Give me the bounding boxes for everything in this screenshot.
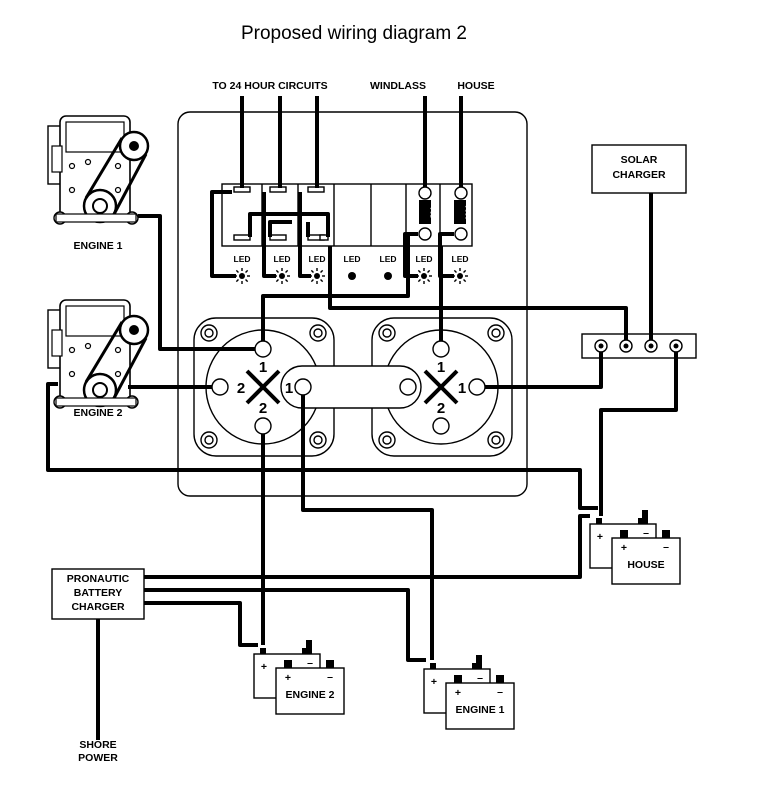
switch-right-terminal-top: [432, 340, 450, 358]
switch-left-terminal-common: [254, 417, 272, 435]
engine-2-label: ENGINE 2: [73, 407, 122, 419]
led-indicator-2: [274, 268, 290, 284]
battery-plus: +: [455, 687, 461, 699]
battery-minus: –: [663, 541, 669, 553]
engine-1-illustration: [47, 115, 150, 225]
switch-left-label-2: 2: [237, 380, 245, 397]
switch-left-terminal-top: [254, 340, 272, 358]
shore-line2: POWER: [78, 752, 118, 764]
solar-line2: CHARGER: [612, 169, 666, 181]
battery-minus: –: [307, 657, 313, 669]
battery-switch-left: 1 2 2: [193, 317, 335, 457]
solar-line1: SOLAR: [621, 154, 658, 166]
switch-right-label-1: 1: [458, 380, 466, 397]
led-label-6: LED: [416, 254, 433, 264]
battery-plus: +: [285, 672, 291, 684]
engine-1-label: ENGINE 1: [73, 240, 122, 252]
led-indicator-5: [384, 272, 392, 280]
charger-line1: PRONAUTIC: [67, 573, 130, 585]
led-label-3: LED: [309, 254, 326, 264]
engine-2-illustration: [47, 299, 150, 409]
switch-right-pos1-top: 1: [437, 359, 445, 376]
switch-left-pos2-bottom: 2: [259, 400, 267, 417]
switch-right-pos2-bottom: 2: [437, 400, 445, 417]
fuse-100a: [454, 200, 466, 224]
battery-plus: +: [261, 661, 267, 673]
battery-switch-right: 1 2 1: [371, 317, 513, 457]
fuse-50a: [419, 200, 431, 224]
battery-house: + – + – HOUSE: [589, 510, 681, 585]
led-indicator-1: [234, 268, 250, 284]
switch-left-terminal-2: [211, 378, 229, 396]
battery-plus: +: [431, 676, 437, 688]
led-indicator-4: [348, 272, 356, 280]
led-label-7: LED: [452, 254, 469, 264]
battery-engine-2: + – + – ENGINE 2: [253, 640, 345, 715]
shore-line1: SHORE: [79, 739, 116, 751]
battery-minus: –: [327, 671, 333, 683]
label-house: HOUSE: [457, 80, 494, 92]
led-label-2: LED: [274, 254, 291, 264]
battery-label: HOUSE: [627, 559, 664, 571]
label-windlass: WINDLASS: [370, 80, 426, 92]
bridge-label-1: 1: [285, 380, 293, 397]
charger-line2: BATTERY: [74, 587, 122, 599]
led-indicator-3: [309, 268, 325, 284]
led-indicator-6: [416, 268, 432, 284]
label-24-hour-circuits: TO 24 HOUR CIRCUITS: [212, 80, 327, 92]
led-label-4: LED: [344, 254, 361, 264]
battery-minus: –: [643, 527, 649, 539]
switch-left-pos1-top: 1: [259, 359, 267, 376]
bridge-bar: 1: [280, 365, 422, 409]
wiring: [46, 96, 678, 740]
battery-label: ENGINE 1: [455, 704, 504, 716]
charger-line3: CHARGER: [71, 601, 125, 613]
battery-engine-1: + – + – ENGINE 1: [423, 655, 515, 730]
switch-right-terminal-1: [468, 378, 486, 396]
battery-plus: +: [597, 531, 603, 543]
svg-text:100A: 100A: [465, 204, 472, 220]
led-label-5: LED: [380, 254, 397, 264]
solar-charger: SOLAR CHARGER: [591, 144, 687, 194]
diagram-title: Proposed wiring diagram 2: [241, 23, 467, 44]
svg-text:50A: 50A: [430, 206, 437, 218]
battery-minus: –: [477, 672, 483, 684]
pronautic-charger: PRONAUTIC BATTERY CHARGER: [51, 568, 145, 620]
battery-minus: –: [497, 686, 503, 698]
battery-plus: +: [621, 542, 627, 554]
battery-label: ENGINE 2: [285, 689, 334, 701]
led-indicator-7: [452, 268, 468, 284]
switch-right-terminal-common: [432, 417, 450, 435]
led-label-1: LED: [234, 254, 251, 264]
led-row: LED LED LED LED LED LED LED: [234, 254, 469, 284]
